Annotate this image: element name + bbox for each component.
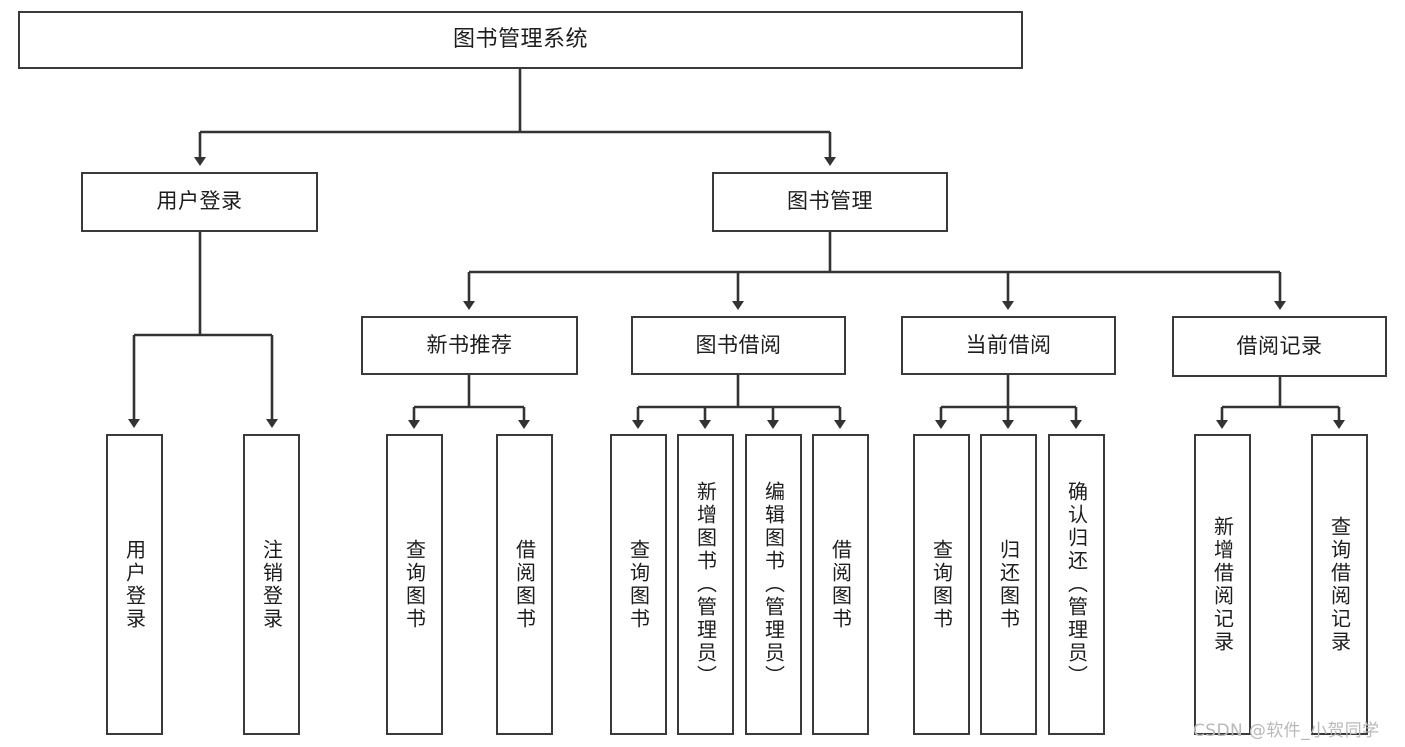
node-current-borrow[interactable]: 当前借阅 — [901, 316, 1116, 375]
node-label: 当前借阅 — [965, 332, 1052, 357]
node-label: 新增图书（管理员） — [693, 481, 718, 688]
node-label: 编辑图书（管理员） — [761, 481, 786, 688]
node-label: 用户登录 — [122, 538, 147, 631]
node-leaf-edit-book[interactable]: 编辑图书（管理员） — [745, 434, 802, 735]
node-label: 查询图书 — [929, 538, 954, 631]
node-label: 借阅图书 — [828, 538, 853, 631]
node-root-book-management-system[interactable]: 图书管理系统 — [18, 11, 1023, 69]
node-new-book-recommend[interactable]: 新书推荐 — [361, 316, 578, 375]
node-leaf-query-book-3[interactable]: 查询图书 — [913, 434, 970, 735]
node-label: 查询图书 — [402, 538, 427, 631]
node-leaf-add-book[interactable]: 新增图书（管理员） — [677, 434, 734, 735]
node-leaf-add-borrow-record[interactable]: 新增借阅记录 — [1194, 434, 1251, 735]
node-leaf-confirm-return[interactable]: 确认归还（管理员） — [1048, 434, 1105, 735]
node-label: 归还图书 — [996, 538, 1021, 631]
node-label: 新增借阅记录 — [1210, 515, 1235, 654]
node-label: 借阅记录 — [1236, 333, 1323, 358]
csdn-watermark: CSDN @软件_小贺同学 — [1193, 721, 1380, 741]
node-leaf-query-borrow-record[interactable]: 查询借阅记录 — [1311, 434, 1368, 735]
node-leaf-user-logout[interactable]: 注销登录 — [243, 434, 300, 735]
node-leaf-user-login[interactable]: 用户登录 — [106, 434, 163, 735]
node-label: 图书管理 — [787, 189, 873, 214]
node-user-login[interactable]: 用户登录 — [81, 172, 318, 232]
node-label: 确认归还（管理员） — [1064, 481, 1089, 688]
node-label: 图书借阅 — [695, 332, 782, 357]
node-book-borrow[interactable]: 图书借阅 — [631, 316, 846, 375]
node-leaf-query-book-2[interactable]: 查询图书 — [610, 434, 667, 735]
node-borrow-record[interactable]: 借阅记录 — [1172, 316, 1387, 377]
node-label: 图书管理系统 — [452, 26, 588, 52]
node-leaf-return-book[interactable]: 归还图书 — [980, 434, 1037, 735]
node-label: 借阅图书 — [512, 538, 537, 631]
node-label: 查询借阅记录 — [1327, 515, 1352, 654]
node-label: 新书推荐 — [426, 332, 513, 357]
node-leaf-query-book-1[interactable]: 查询图书 — [386, 434, 443, 735]
node-label: 查询图书 — [626, 538, 651, 631]
node-book-management[interactable]: 图书管理 — [712, 172, 948, 232]
node-label: 用户登录 — [156, 189, 243, 214]
node-label: 注销登录 — [259, 538, 284, 631]
node-leaf-borrow-book-1[interactable]: 借阅图书 — [496, 434, 553, 735]
node-leaf-borrow-book-2[interactable]: 借阅图书 — [812, 434, 869, 735]
